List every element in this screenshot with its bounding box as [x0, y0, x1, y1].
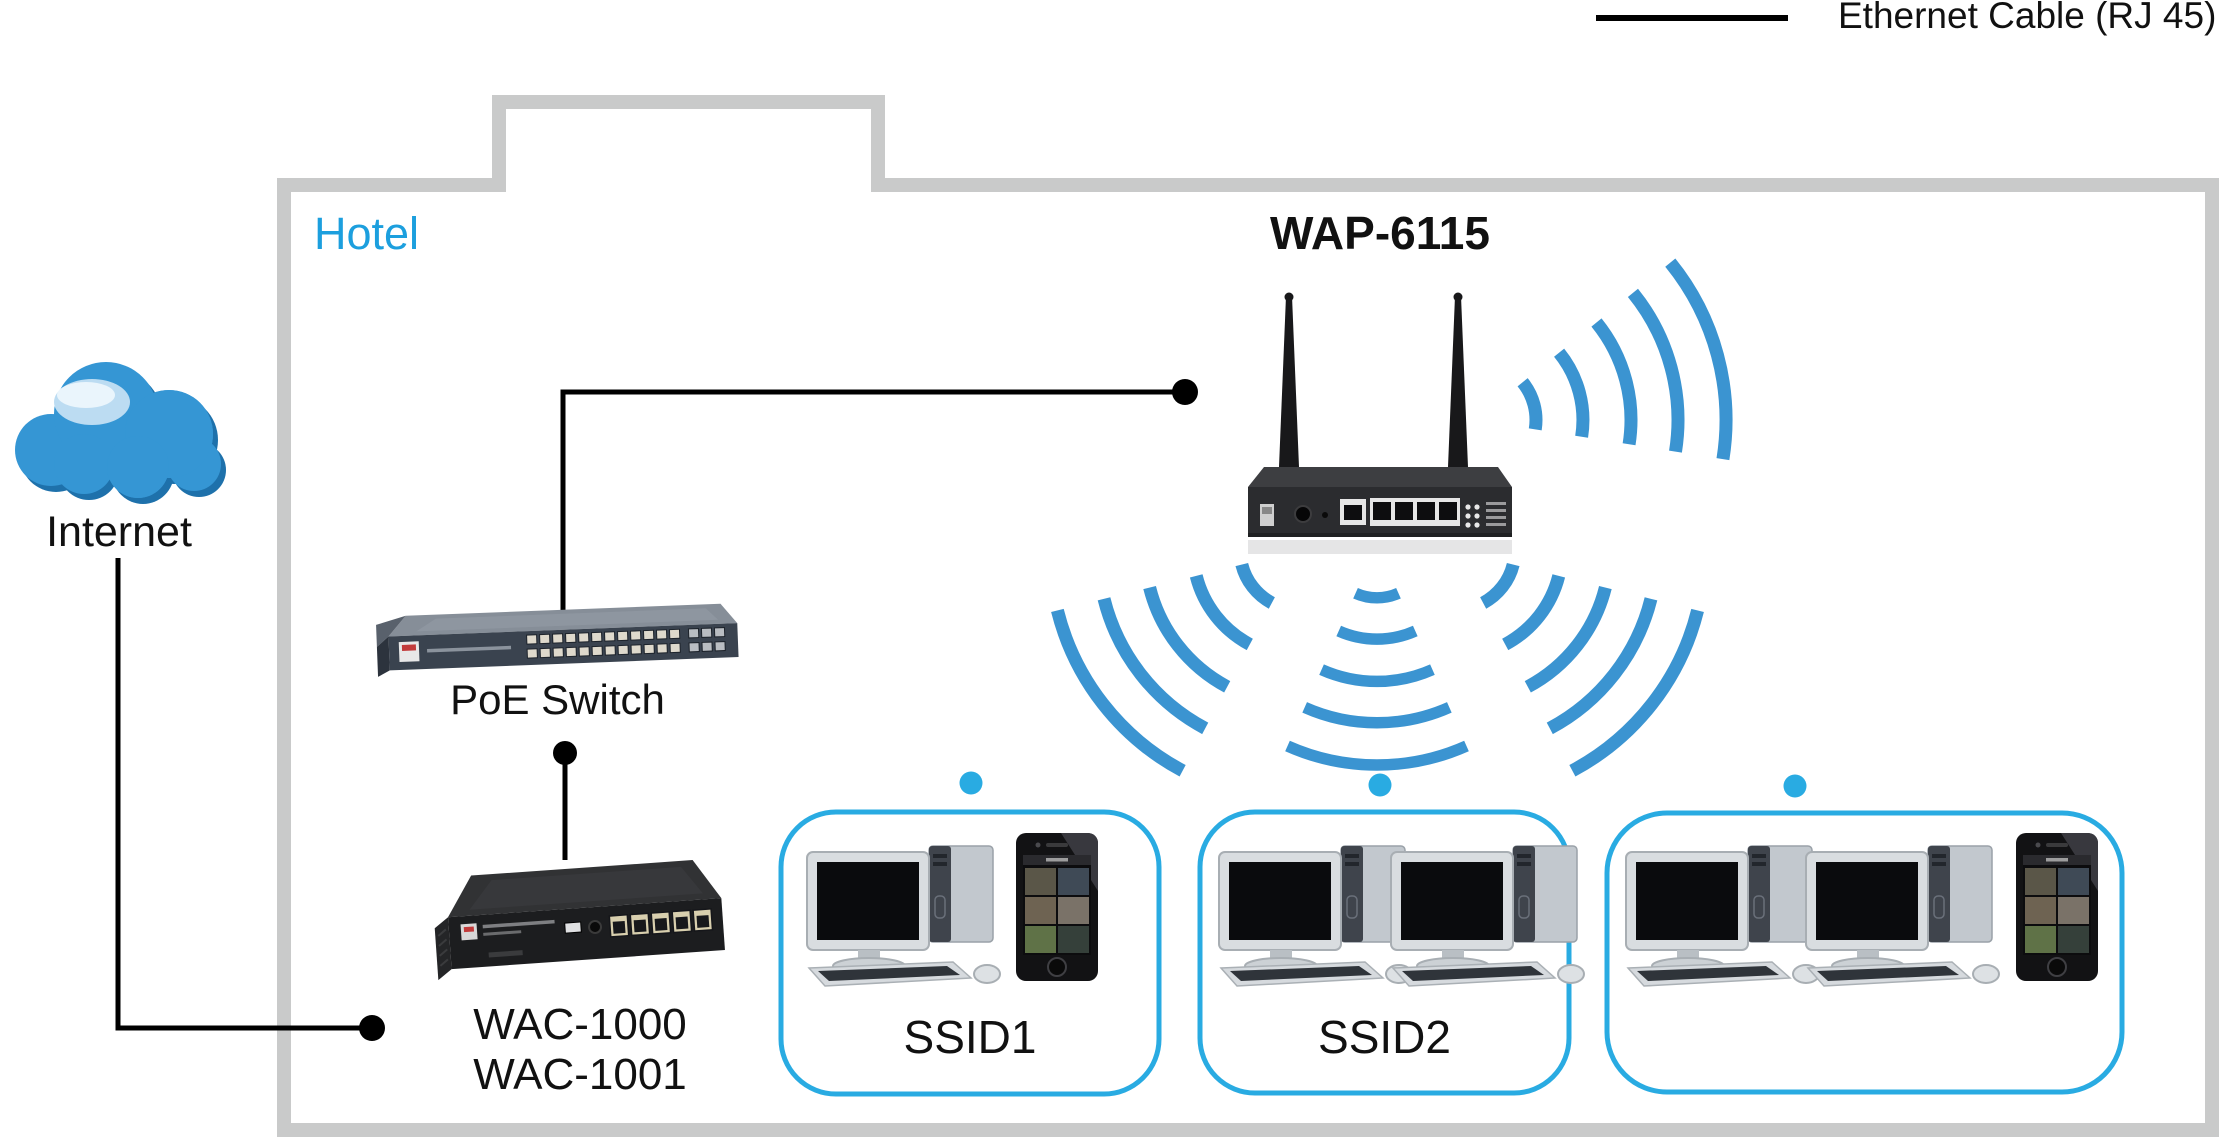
- ssid-group-box-2: [1197, 809, 1572, 1096]
- wifi-signal-icon: [1503, 257, 1744, 504]
- hotel-label: Hotel: [314, 208, 420, 259]
- desktop-computer-icon: [1390, 845, 1585, 987]
- internet-label: Internet: [46, 508, 192, 556]
- hotel-outline: [277, 95, 2219, 1137]
- connector-dot: [1172, 379, 1198, 405]
- smartphone-icon: [1015, 832, 1099, 982]
- wap-router-image: [1248, 292, 1512, 554]
- ethernet-cables: [115, 389, 1175, 1031]
- internet-cloud-icon: [15, 362, 226, 504]
- wac-model-2: WAC-1001: [473, 1050, 687, 1099]
- ssid-dot: [1368, 773, 1392, 797]
- ssid-group-box-3: [1604, 810, 2125, 1095]
- wac-label: WAC-1000 WAC-1001: [420, 1000, 740, 1100]
- connector-dot: [553, 741, 577, 765]
- cable-switch-to-ap: [560, 389, 1175, 610]
- ssid2-label: SSID2: [1318, 1011, 1451, 1063]
- desktop-computer-icon: [1625, 845, 1820, 987]
- ssid-dot: [959, 771, 983, 795]
- poe-switch-label: PoE Switch: [450, 676, 665, 723]
- wac-controller-image: [434, 860, 725, 981]
- wac-model-1: WAC-1000: [473, 1000, 687, 1049]
- desktop-computer-icon: [1218, 845, 1413, 987]
- smartphone-icon: [2015, 832, 2099, 982]
- poe-switch-image: [376, 603, 739, 677]
- connector-dot: [359, 1015, 385, 1041]
- ssid-group-box-1: [778, 809, 1162, 1097]
- desktop-computer-icon: [806, 845, 1001, 987]
- ethernet-cable-legend-label: Ethernet Cable (RJ 45): [1838, 0, 2217, 36]
- wap-6115-label: WAP-6115: [1270, 207, 1490, 259]
- cable-internet-to-wac: [115, 558, 360, 1031]
- desktop-computer-icon: [1805, 845, 2000, 987]
- wifi-signal-icon: [1288, 593, 1467, 765]
- ssid1-label: SSID1: [903, 1011, 1037, 1063]
- ssid-dot: [1783, 774, 1807, 798]
